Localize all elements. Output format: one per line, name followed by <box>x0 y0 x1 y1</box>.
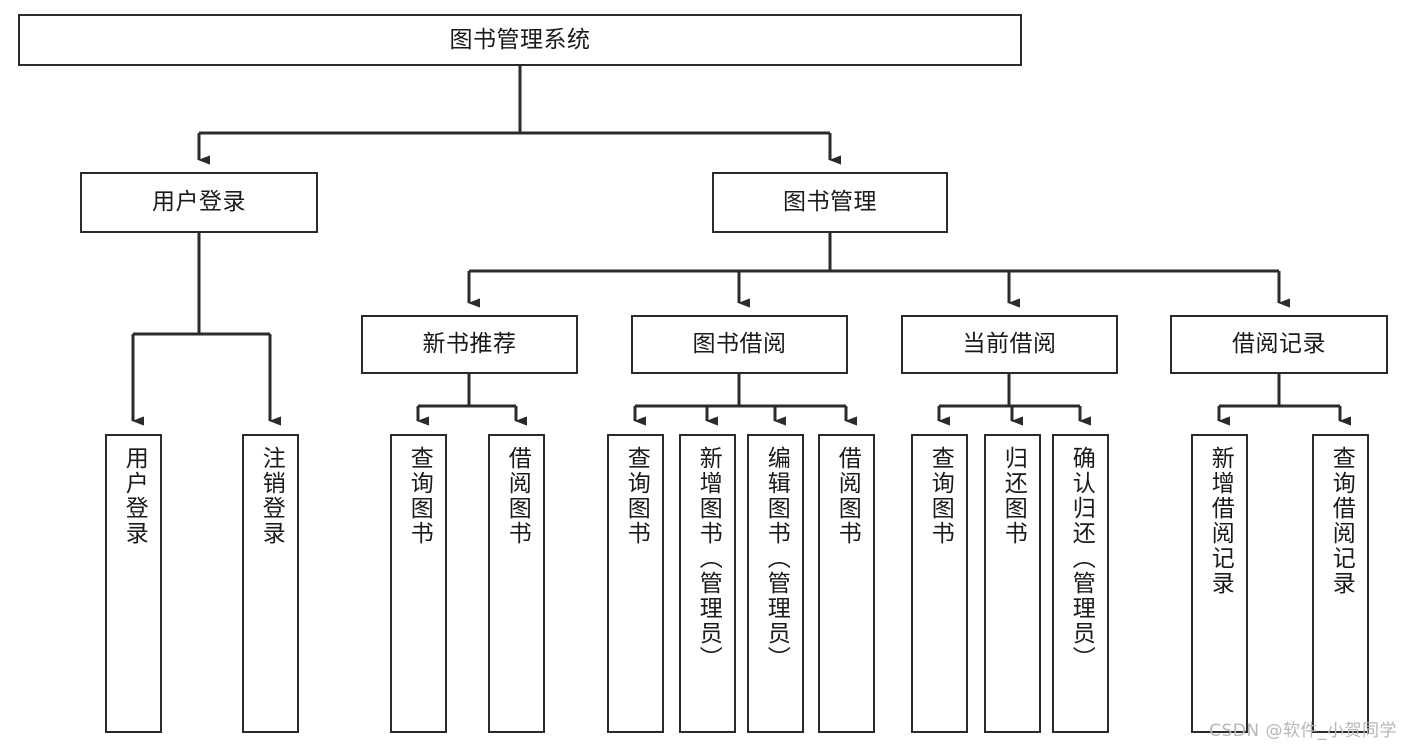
node-book-borrow-label: 图书借阅 <box>692 331 787 358</box>
node-leaf-add-book[interactable]: 新增图书（管理员） <box>679 434 736 733</box>
node-leaf-edit-book[interactable]: 编辑图书（管理员） <box>747 434 804 733</box>
node-root[interactable]: 图书管理系统 <box>18 14 1022 66</box>
node-leaf-user-login-label: 用户登录 <box>121 446 148 546</box>
node-leaf-return-book-label: 归还图书 <box>1000 446 1027 546</box>
node-leaf-user-logout-label: 注销登录 <box>258 446 285 546</box>
node-book-borrow[interactable]: 图书借阅 <box>631 315 848 374</box>
node-leaf-borrow-book-2-label: 借阅图书 <box>834 446 861 546</box>
node-leaf-query-record-label: 查询借阅记录 <box>1328 446 1355 596</box>
node-leaf-query-book-2[interactable]: 查询图书 <box>607 434 664 733</box>
node-leaf-borrow-book-2[interactable]: 借阅图书 <box>818 434 875 733</box>
node-leaf-query-record[interactable]: 查询借阅记录 <box>1312 434 1369 733</box>
node-leaf-query-book-2-label: 查询图书 <box>623 446 650 546</box>
node-book-manage-label: 图书管理 <box>783 189 877 216</box>
node-borrow-record[interactable]: 借阅记录 <box>1170 315 1388 374</box>
node-leaf-add-record-label: 新增借阅记录 <box>1207 446 1234 596</box>
node-leaf-add-record[interactable]: 新增借阅记录 <box>1191 434 1248 733</box>
node-leaf-confirm-return[interactable]: 确认归还（管理员） <box>1052 434 1109 733</box>
node-leaf-query-book-1[interactable]: 查询图书 <box>390 434 447 733</box>
node-leaf-borrow-book-1-label: 借阅图书 <box>504 446 531 546</box>
node-leaf-edit-book-label: 编辑图书（管理员） <box>763 446 790 671</box>
node-leaf-add-book-label: 新增图书（管理员） <box>695 446 722 671</box>
node-leaf-query-book-3-label: 查询图书 <box>927 446 954 546</box>
node-current-borrow-label: 当前借阅 <box>962 331 1057 358</box>
node-leaf-return-book[interactable]: 归还图书 <box>984 434 1041 733</box>
node-leaf-confirm-return-label: 确认归还（管理员） <box>1068 446 1095 671</box>
node-borrow-record-label: 借阅记录 <box>1232 331 1326 358</box>
node-leaf-user-login[interactable]: 用户登录 <box>105 434 162 733</box>
node-new-book-recommend[interactable]: 新书推荐 <box>361 315 578 374</box>
node-current-borrow[interactable]: 当前借阅 <box>901 315 1118 374</box>
node-user-login-label: 用户登录 <box>152 189 246 216</box>
node-leaf-query-book-3[interactable]: 查询图书 <box>911 434 968 733</box>
node-user-login[interactable]: 用户登录 <box>80 172 318 233</box>
node-leaf-query-book-1-label: 查询图书 <box>406 446 433 546</box>
node-leaf-user-logout[interactable]: 注销登录 <box>242 434 299 733</box>
node-leaf-borrow-book-1[interactable]: 借阅图书 <box>488 434 545 733</box>
node-book-manage[interactable]: 图书管理 <box>712 172 948 233</box>
csdn-watermark: CSDN @软件_小贺同学 <box>1209 721 1397 741</box>
node-root-label: 图书管理系统 <box>449 26 591 53</box>
node-new-book-recommend-label: 新书推荐 <box>422 331 517 358</box>
